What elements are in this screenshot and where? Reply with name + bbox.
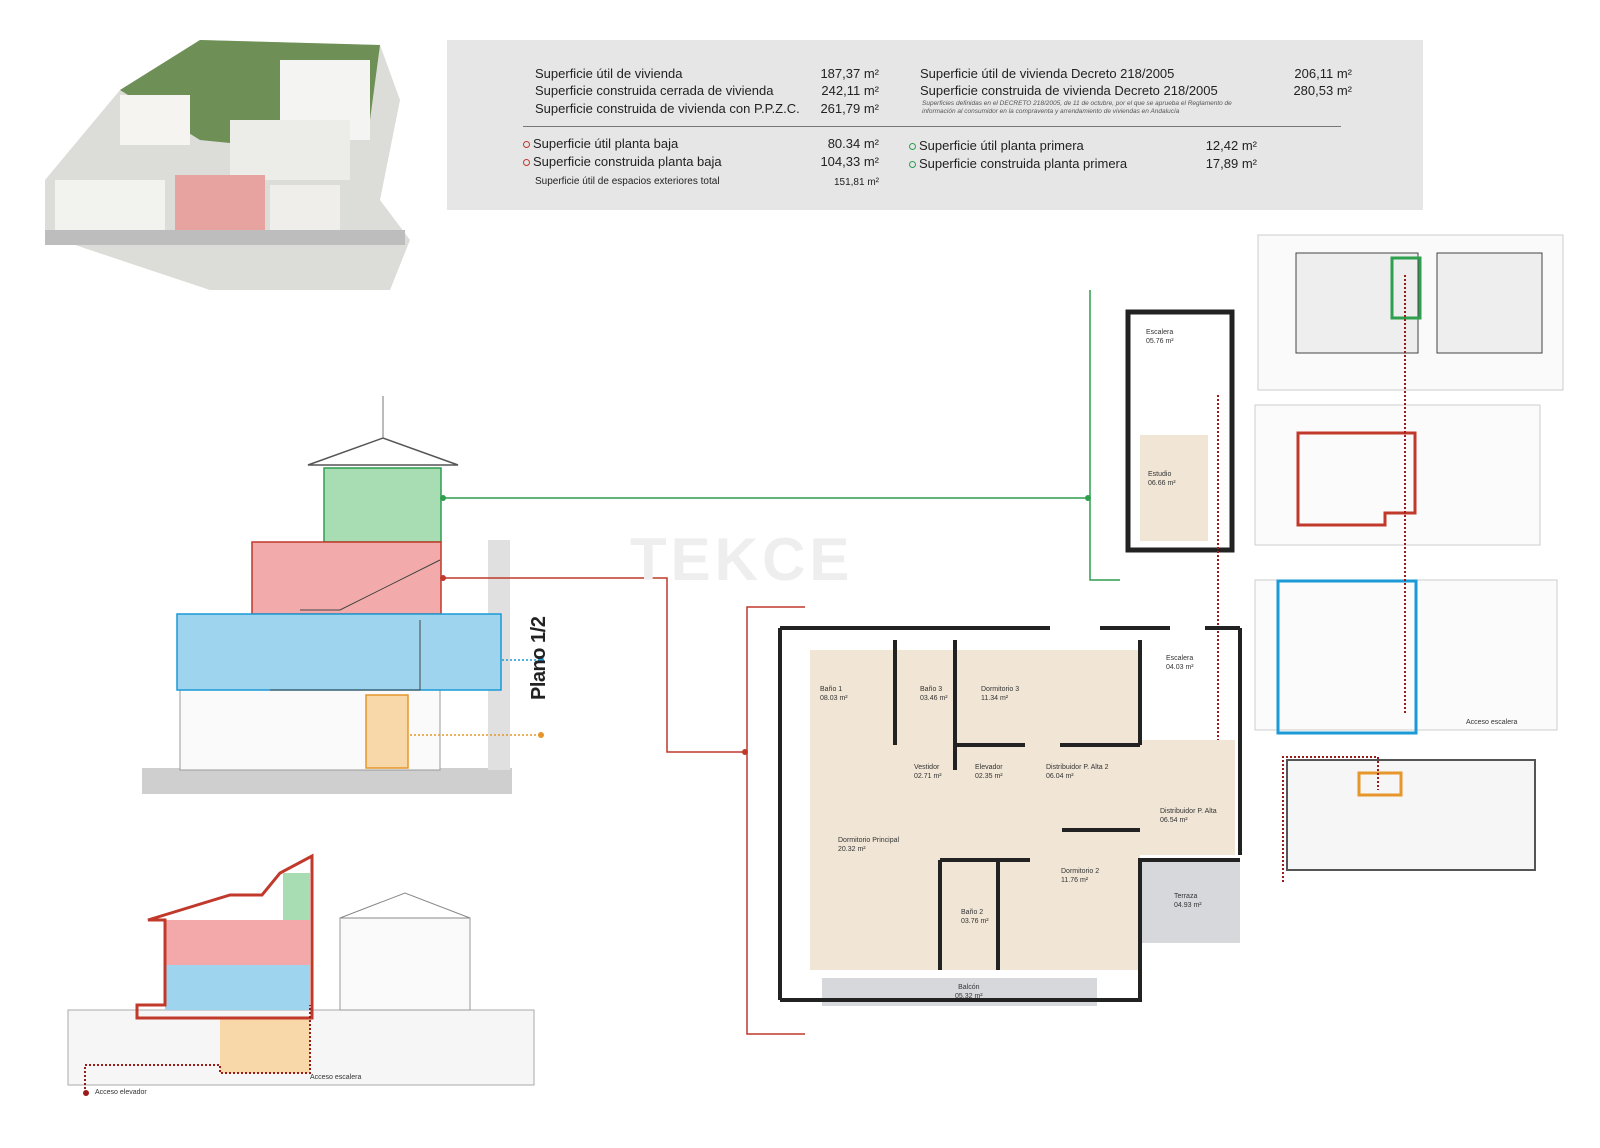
red-circle-icon xyxy=(523,159,530,166)
summary-label: Superficie construida planta primera xyxy=(919,156,1128,171)
summary-value: 187,37 m² xyxy=(820,66,879,81)
green-circle-icon xyxy=(909,143,916,150)
summary-label: Superficie útil planta primera xyxy=(919,138,1084,153)
first-floor-built: Superficie construida planta primera xyxy=(909,156,1127,171)
red-circle-icon xyxy=(523,141,530,148)
watermark: TEKCE xyxy=(630,526,854,593)
plan-label: Plano 1/2 xyxy=(528,616,550,700)
floor-plan xyxy=(778,626,1242,1006)
access-label: Acceso escalera xyxy=(1466,719,1518,726)
divider xyxy=(523,126,1341,127)
summary-value: 151,81 m² xyxy=(833,177,879,188)
summary-label: Superficie útil de espacios exteriores t… xyxy=(535,176,720,187)
studio-plan xyxy=(1125,309,1235,770)
first-floor-useful: Superficie útil planta primera xyxy=(909,138,1084,153)
connector-lines xyxy=(440,290,1120,1035)
ground-floor-useful: Superficie útil planta baja xyxy=(523,136,678,151)
area-summary-panel: Superficie útil de vivienda Superficie c… xyxy=(447,40,1423,210)
summary-value: 17,89 m² xyxy=(1205,156,1257,171)
access-label: Acceso escalera xyxy=(310,1074,362,1081)
building-section xyxy=(142,396,544,794)
ground-floor-built: Superficie construida planta baja xyxy=(523,154,722,169)
mini-plans xyxy=(1254,234,1564,882)
summary-label: Superficie útil de vivienda xyxy=(535,66,683,81)
summary-value: 104,33 m² xyxy=(820,154,879,169)
summary-value: 261,79 m² xyxy=(820,101,879,116)
building-elevation xyxy=(67,853,535,1096)
summary-value: 280,53 m² xyxy=(1293,83,1352,98)
summary-label: Superficie construida cerrada de viviend… xyxy=(535,83,774,98)
summary-label: Superficie útil de vivienda Decreto 218/… xyxy=(920,66,1175,81)
summary-label: Superficie construida planta baja xyxy=(533,154,722,169)
summary-label: Superficie construida de vivienda Decret… xyxy=(920,83,1218,98)
decree-note: Superficies definidas en el DECRETO 218/… xyxy=(922,100,1232,115)
green-circle-icon xyxy=(909,161,916,168)
summary-value: 242,11 m² xyxy=(821,83,879,98)
summary-label: Superficie construida de vivienda con P.… xyxy=(535,101,800,116)
summary-value: 80.34 m² xyxy=(827,136,879,151)
access-label: Acceso elevador xyxy=(95,1089,147,1096)
summary-label: Superficie útil planta baja xyxy=(533,136,679,151)
summary-value: 206,11 m² xyxy=(1294,66,1352,81)
summary-value: 12,42 m² xyxy=(1205,138,1257,153)
building-render xyxy=(45,40,410,290)
